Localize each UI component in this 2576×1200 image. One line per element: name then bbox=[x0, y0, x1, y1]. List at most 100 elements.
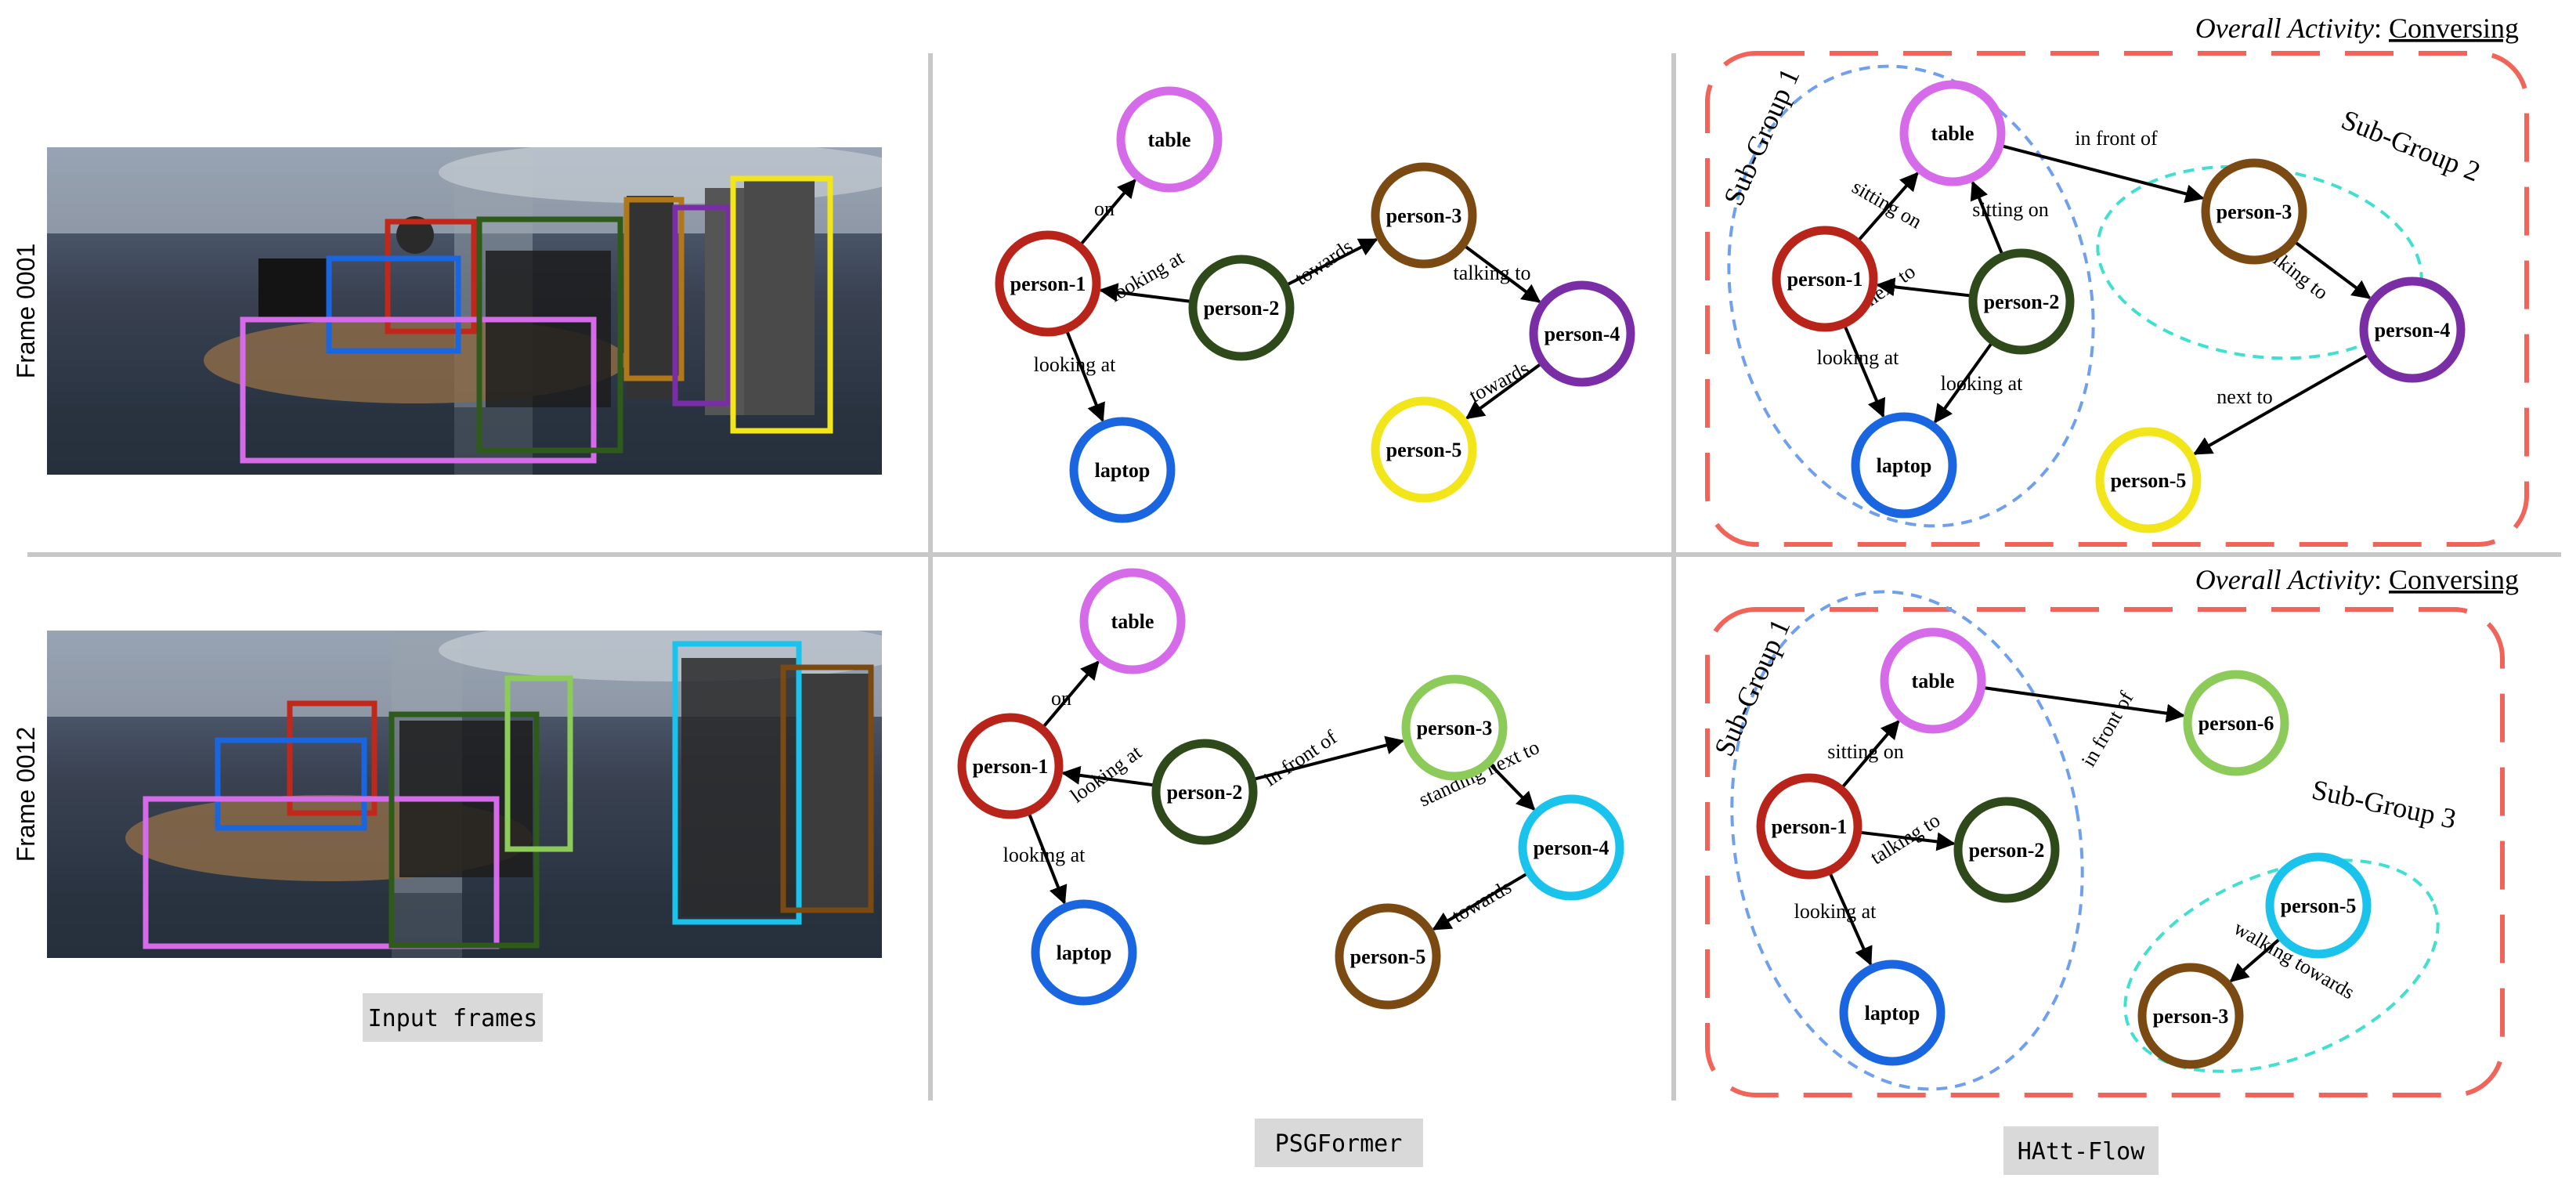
row2-hatt-node-p3: person-3 bbox=[2137, 963, 2244, 1069]
row2-psg-edge-label: in front of bbox=[1259, 725, 1341, 790]
node-circle bbox=[995, 230, 1101, 337]
row1-hatt-edge-label: looking at bbox=[1941, 372, 2023, 395]
input-photo bbox=[47, 147, 882, 475]
node-label: person-2 bbox=[1204, 297, 1280, 320]
row1-psg-node-table: table bbox=[1116, 86, 1223, 193]
row2-psg-edge-p3-p4 bbox=[1489, 763, 1536, 811]
node-circle bbox=[2095, 427, 2202, 533]
row1-hatt-edge-p2-table bbox=[1970, 180, 2003, 255]
row2-hatt-edge-label: in front of bbox=[2077, 688, 2138, 771]
overall-activity-box bbox=[1705, 51, 2529, 547]
row1-psg-edge-label: talking to bbox=[1454, 262, 1531, 284]
row1-hatt-edge-p1-table bbox=[1857, 172, 1919, 241]
node-circle bbox=[1371, 396, 1477, 503]
row2-psg-node-p4: person-4 bbox=[1518, 794, 1624, 901]
row1-psg-edge-p2-p1 bbox=[1099, 283, 1190, 303]
row1-psg-edge-label: looking at bbox=[1034, 353, 1116, 376]
input-photo bbox=[47, 631, 882, 958]
node-label: laptop bbox=[1095, 459, 1151, 482]
node-circle bbox=[2359, 277, 2466, 383]
row2-psg-node-table: table bbox=[1079, 568, 1186, 674]
row1-hatt-node-p1: person-1 bbox=[1772, 226, 1878, 332]
node-circle bbox=[1968, 248, 2075, 355]
row2-hatt-edge-p1-table bbox=[1841, 719, 1900, 788]
row2-hatt-edge-label: looking at bbox=[1794, 900, 1877, 923]
node-label: person-4 bbox=[2375, 319, 2451, 342]
row1-psg-node-p1: person-1 bbox=[995, 230, 1101, 337]
subgroup-ellipse-1 bbox=[1727, 64, 2095, 528]
node-label: table bbox=[1111, 610, 1154, 633]
node-circle bbox=[1880, 627, 1986, 734]
row2-hatt-node-laptop: laptop bbox=[1839, 960, 1946, 1066]
caption-label: Input frames bbox=[368, 1005, 538, 1032]
row2-hatt-edge-p5-p3 bbox=[2229, 938, 2281, 983]
node-circle bbox=[1953, 797, 2060, 903]
caption-hatt-flow: HAtt-Flow bbox=[2003, 1126, 2159, 1175]
node-label: table bbox=[1931, 122, 1974, 145]
node-circle bbox=[1371, 162, 1477, 269]
row1-psg-node-p4: person-4 bbox=[1529, 280, 1635, 387]
overall-activity-prefix: Overall Activity bbox=[2195, 564, 2374, 595]
node-circle bbox=[1151, 739, 1258, 845]
node-circle bbox=[1851, 412, 1957, 519]
node-label: laptop bbox=[1877, 454, 1932, 477]
node-circle bbox=[1335, 903, 1441, 1010]
row1-hatt-edge-label: sitting on bbox=[1848, 175, 1926, 233]
node-label: person-6 bbox=[2198, 712, 2274, 735]
node-circle bbox=[1401, 674, 1508, 781]
row1-hatt-node-p3: person-3 bbox=[2201, 158, 2307, 265]
node-circle bbox=[1899, 80, 2006, 186]
row2-psg-edge-label: looking at bbox=[1003, 844, 1086, 866]
node-circle bbox=[1188, 255, 1295, 361]
row1-hatt-edge-p2-laptop bbox=[1934, 342, 1993, 424]
node-label: person-3 bbox=[1417, 717, 1493, 739]
node-circle bbox=[1529, 280, 1635, 387]
node-label: person-4 bbox=[1545, 323, 1620, 345]
node-circle bbox=[1079, 568, 1186, 674]
node-label: person-2 bbox=[1984, 291, 2060, 313]
row1-psg-node-laptop: laptop bbox=[1069, 417, 1176, 523]
node-label: laptop bbox=[1057, 942, 1112, 964]
caption-label: PSGFormer bbox=[1275, 1130, 1403, 1158]
overall-activity-value: Conversing bbox=[2389, 564, 2519, 595]
row1-hatt-edge-p2-p1 bbox=[1876, 277, 1971, 298]
row2-psg-edge-p1-table bbox=[1042, 660, 1100, 728]
row1-hatt-edge-label: in front of bbox=[2075, 127, 2158, 150]
row2-psg-edge-p4-p5 bbox=[1432, 872, 1528, 931]
subgroup-label: Sub-Group 3 bbox=[2309, 774, 2459, 835]
node-label: person-5 bbox=[1350, 945, 1426, 968]
row1-hatt-edge-p4-p5 bbox=[2192, 353, 2368, 456]
node-label: person-2 bbox=[1167, 781, 1243, 804]
node-label: person-1 bbox=[1787, 268, 1863, 291]
row2-hatt-node-table: table bbox=[1880, 627, 1986, 734]
subgroup-label: Sub-Group 1 bbox=[1708, 614, 1797, 761]
row1-hatt-edge-table-p3 bbox=[2002, 144, 2205, 204]
row1-hatt-edge-label: sitting on bbox=[1972, 198, 2049, 221]
row1-hatt-edge-label: next to bbox=[2217, 385, 2273, 408]
overall-activity-title: Overall Activity: Conversing bbox=[2195, 564, 2519, 595]
overall-activity-prefix: Overall Activity bbox=[2195, 13, 2374, 44]
row1-psg-node-p3: person-3 bbox=[1371, 162, 1477, 269]
row1-psg-edge-p2-p3 bbox=[1286, 237, 1378, 286]
row2-psg-node-p5: person-5 bbox=[1335, 903, 1441, 1010]
row2-hatt-edge-label: sitting on bbox=[1827, 740, 1904, 763]
row2-hatt-edge-label: talking to bbox=[1866, 808, 1944, 869]
node-circle bbox=[2265, 852, 2372, 959]
row1-hatt-node-p4: person-4 bbox=[2359, 277, 2466, 383]
node-circle bbox=[1116, 86, 1223, 193]
node-label: person-5 bbox=[2111, 469, 2187, 492]
row2-hatt-edge-table-p6 bbox=[1984, 686, 2186, 723]
row1-hatt-node-laptop: laptop bbox=[1851, 412, 1957, 519]
node-label: person-1 bbox=[1772, 815, 1848, 838]
row2-hatt-edge-p1-laptop bbox=[1829, 873, 1873, 967]
row-2-input-frame: Frame 0012 bbox=[12, 631, 882, 958]
row2-psg-edge-label: towards bbox=[1448, 875, 1516, 927]
row2-hatt-node-p5: person-5 bbox=[2265, 852, 2372, 959]
subgroup-label: Sub-Group 1 bbox=[1718, 63, 1806, 210]
subgroup-ellipse-1 bbox=[1730, 590, 2084, 1091]
overall-activity-value: Conversing bbox=[2389, 13, 2519, 44]
row2-hatt-node-p2: person-2 bbox=[1953, 797, 2060, 903]
row1-hatt-edge-p3-p4 bbox=[2294, 240, 2372, 299]
